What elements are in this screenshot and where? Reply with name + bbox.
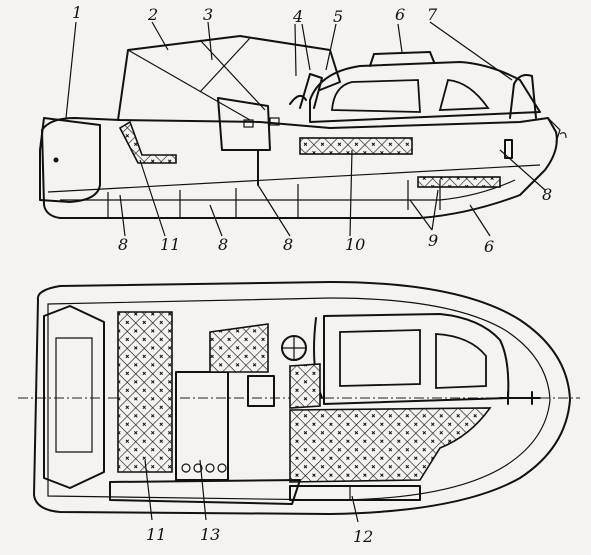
side-cushion-stern <box>118 120 177 164</box>
plan-transom <box>43 305 105 489</box>
plan-leader-lines <box>144 459 359 523</box>
plan-console <box>247 375 275 407</box>
callout-side-6: 6 <box>395 5 405 24</box>
side-roof-rail <box>369 51 435 67</box>
callout-plan-11: 11 <box>146 525 166 544</box>
side-seat <box>217 97 271 151</box>
callout-side-1: 1 <box>72 3 82 22</box>
plan-cabin-hatch <box>339 329 421 387</box>
side-outboard-motor <box>39 117 101 203</box>
side-deck-line <box>47 164 541 193</box>
plan-vent-4 <box>217 463 227 473</box>
side-bow-rail <box>509 74 537 119</box>
side-canopy <box>117 35 341 121</box>
side-hull <box>41 117 558 219</box>
plan-hull-outline <box>33 281 571 515</box>
side-bow-tip <box>547 117 561 143</box>
callout-side-10: 10 <box>345 235 365 254</box>
callout-side-7: 7 <box>427 5 438 24</box>
side-cushion-cabin <box>299 137 413 155</box>
plan-driver-seat <box>209 323 269 373</box>
side-canopy-rib-a <box>127 49 251 121</box>
plan-bench-cushion <box>289 407 492 483</box>
plan-vent-2 <box>193 463 203 473</box>
side-leader-lines <box>65 21 546 237</box>
callout-side-8-bow: 8 <box>542 185 552 204</box>
side-windshield <box>299 73 323 109</box>
side-cabin-window <box>331 79 421 113</box>
plan-vent-1 <box>181 463 191 473</box>
plan-transom-inner <box>55 337 93 453</box>
side-view <box>39 21 567 237</box>
plan-stern-cushion <box>117 311 173 473</box>
side-cushion-bow <box>417 176 501 188</box>
plan-view <box>18 281 580 523</box>
plan-cabin <box>323 313 510 405</box>
side-bulkheads <box>107 180 441 218</box>
callout-plan-12: 12 <box>353 527 373 546</box>
callout-side-8-center: 8 <box>283 235 293 254</box>
side-outboard-dot <box>53 157 59 163</box>
side-seat-switch-a <box>243 119 254 128</box>
side-cabin-front-window <box>438 79 490 111</box>
plan-bow-cleat <box>499 391 541 405</box>
side-canopy-rib-c <box>199 37 251 93</box>
plan-side-cushion <box>289 363 321 409</box>
callout-side-4: 4 <box>292 7 303 26</box>
callout-side-8-stern: 8 <box>118 235 128 254</box>
plan-stern-strip <box>109 479 301 505</box>
plan-vent-3 <box>205 463 215 473</box>
callout-side-8-mid: 8 <box>218 235 228 254</box>
plan-hull-inner <box>47 297 551 501</box>
callout-side-11: 11 <box>160 235 180 254</box>
plan-steering-spokes <box>282 336 306 360</box>
side-steering-wheel <box>289 94 307 105</box>
callout-side-2: 2 <box>147 5 158 24</box>
plan-cabin-front-glass <box>435 333 487 389</box>
callout-side-9: 9 <box>428 231 438 250</box>
callout-side-6-low: 6 <box>484 237 494 256</box>
side-bow-ring <box>559 132 567 139</box>
callout-side-3: 3 <box>203 5 213 24</box>
callout-side-5: 5 <box>333 7 343 26</box>
plan-gunwale-seat <box>289 485 421 501</box>
callout-plan-13: 13 <box>200 525 220 544</box>
side-stern-light <box>504 139 513 159</box>
side-seat-switch-b <box>269 117 280 126</box>
